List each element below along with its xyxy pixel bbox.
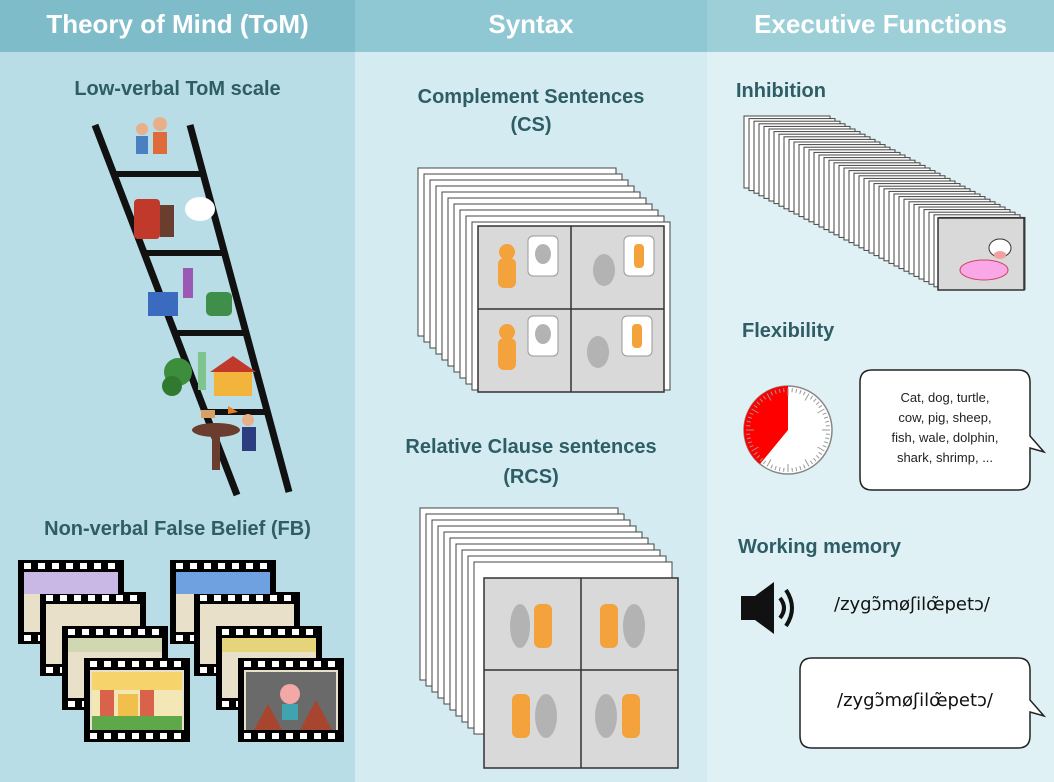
header-executive-functions: Executive Functions (707, 0, 1054, 52)
sheep-icon (535, 244, 551, 264)
cs-abbr: (CS) (510, 114, 552, 136)
cat-icon (632, 324, 642, 348)
cat-icon (498, 244, 516, 288)
pig-icon (959, 259, 1009, 281)
flex-word-line: shark, shrimp, ... (896, 450, 994, 465)
inhibition-title: Inhibition (736, 80, 826, 102)
working-memory-title: Working memory (738, 536, 901, 558)
pseudoword-prompt: /zygɔ̃møʃilœ̃petɔ/ (834, 594, 990, 615)
flexibility-word-list: Cat, dog, turtle, cow, pig, sheep, fish,… (862, 388, 1028, 468)
flex-word-line: Cat, dog, turtle, (900, 390, 990, 405)
rcs-abbr: (RCS) (503, 466, 559, 488)
pseudoword-repetition: /zygɔ̃møʃilœ̃petɔ/ (837, 690, 993, 711)
header-syntax: Syntax (355, 0, 707, 52)
header-tom: Theory of Mind (ToM) (0, 0, 355, 52)
sheep-icon (587, 336, 609, 368)
cs-title: Complement Sentences (417, 86, 645, 108)
ladder-title: Low-verbal ToM scale (74, 78, 281, 100)
flex-word-line: cow, pig, sheep, (898, 410, 992, 425)
rcs-title: Relative Clause sentences (405, 436, 657, 458)
cat-icon (634, 244, 644, 268)
flex-word-line: fish, wale, dolphin, (891, 430, 999, 445)
cat-icon (498, 324, 516, 370)
cow-icon (988, 238, 1012, 259)
sheep-icon (535, 324, 551, 344)
fb-title: Non-verbal False Belief (FB) (44, 518, 311, 540)
sheep-icon (593, 254, 615, 286)
flexibility-title: Flexibility (742, 320, 835, 342)
